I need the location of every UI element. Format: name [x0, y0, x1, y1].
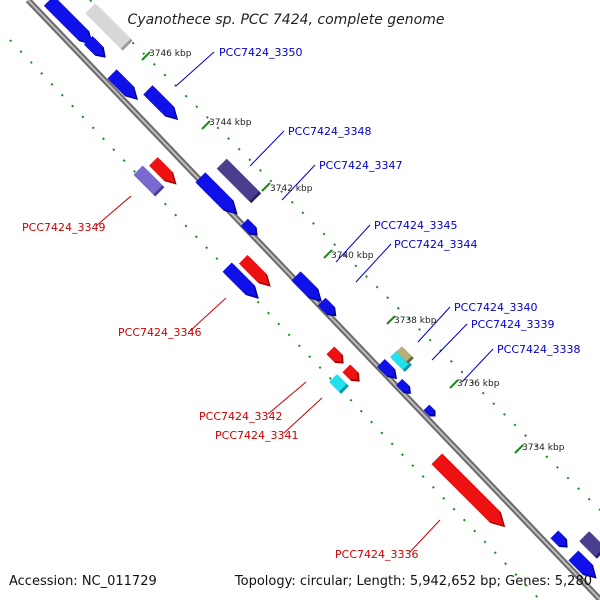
gene-label-forward[interactable]: PCC7424_3350 [219, 46, 302, 59]
tick-marks [141, 51, 524, 454]
label-leader-line [355, 243, 392, 283]
tick-mark [514, 444, 524, 454]
accession-text: Accession: NC_011729 [9, 574, 157, 589]
label-leader-line [283, 397, 323, 434]
gene-arrow [579, 531, 600, 557]
gene-arrow [133, 165, 163, 195]
gene-arrow [431, 453, 504, 526]
label-leader-line [409, 519, 441, 553]
gene-arrow [222, 262, 257, 297]
tick-mark [323, 249, 333, 259]
gene-label-forward[interactable]: PCC7424_3344 [394, 238, 477, 251]
gene-arrow [143, 85, 177, 119]
gene-label-reverse[interactable]: PCC7424_3336 [335, 548, 418, 561]
tick-label: 3734 kbp [522, 443, 565, 453]
gene-label-forward[interactable]: PCC7424_3347 [319, 159, 402, 172]
label-leader-line [431, 323, 468, 361]
label-leader-line [281, 164, 316, 201]
gene-arrow [85, 3, 131, 49]
gene-arrow [377, 359, 396, 378]
gene-arrow [568, 550, 595, 577]
tick-mark [386, 315, 396, 325]
ruler-dots [9, 0, 600, 600]
label-leader-line [249, 130, 285, 167]
backbone [25, 0, 600, 600]
label-leader-line [175, 51, 215, 87]
gene-arrow [326, 346, 342, 362]
tick-label: 3742 kbp [270, 184, 313, 194]
tick-label: 3736 kbp [457, 379, 500, 389]
gene-arrow [149, 157, 175, 183]
tick-mark [261, 182, 271, 192]
gene-arrow [396, 346, 412, 362]
tick-mark [449, 379, 459, 389]
tick-label: 3740 kbp [331, 251, 374, 261]
gene-arrow [239, 255, 269, 285]
label-leader-line [335, 224, 371, 263]
gene-arrow [390, 350, 410, 370]
gene-label-forward[interactable]: PCC7424_3340 [454, 301, 537, 314]
gene-arrow [83, 35, 104, 56]
gene-arrow [395, 378, 409, 392]
tick-label: 3738 kbp [394, 316, 437, 326]
gene-arrow [423, 404, 434, 415]
genome-summary-text: Topology: circular; Length: 5,942,652 bp… [234, 574, 592, 589]
gene-arrow [317, 297, 335, 315]
gene-arrow [107, 69, 137, 99]
tick-label: 3746 kbp [149, 49, 192, 59]
genes [43, 0, 600, 579]
gene-arrow [291, 271, 321, 301]
gene-arrow [342, 364, 358, 380]
map-title: Cyanothece sp. PCC 7424, complete genome [128, 12, 445, 28]
gene-arrow [550, 530, 566, 546]
gene-label-reverse[interactable]: PCC7424_3341 [215, 429, 298, 442]
gene-arrow [216, 158, 260, 202]
label-leader-line [95, 195, 132, 227]
gene-arrow [329, 374, 347, 392]
gene-label-reverse[interactable]: PCC7424_3342 [199, 410, 282, 423]
label-leader-line [267, 381, 307, 415]
gene-label-forward[interactable]: PCC7424_3339 [471, 318, 554, 331]
gene-label-forward[interactable]: PCC7424_3348 [288, 125, 371, 138]
gene-label-reverse[interactable]: PCC7424_3346 [118, 326, 201, 339]
gene-label-reverse[interactable]: PCC7424_3349 [22, 221, 105, 234]
gene-label-forward[interactable]: PCC7424_3345 [374, 219, 457, 232]
label-leader-line [461, 348, 494, 383]
gene-arrow [240, 218, 256, 234]
gene-arrow [195, 172, 236, 213]
tick-label: 3744 kbp [209, 118, 252, 128]
gene-label-forward[interactable]: PCC7424_3338 [497, 343, 580, 356]
gene-arrow [43, 0, 92, 44]
label-leader-line [189, 297, 227, 332]
label-leader-line [417, 306, 451, 343]
tick-mark [141, 51, 151, 61]
label-leaders [95, 51, 494, 553]
tick-mark [201, 120, 211, 130]
